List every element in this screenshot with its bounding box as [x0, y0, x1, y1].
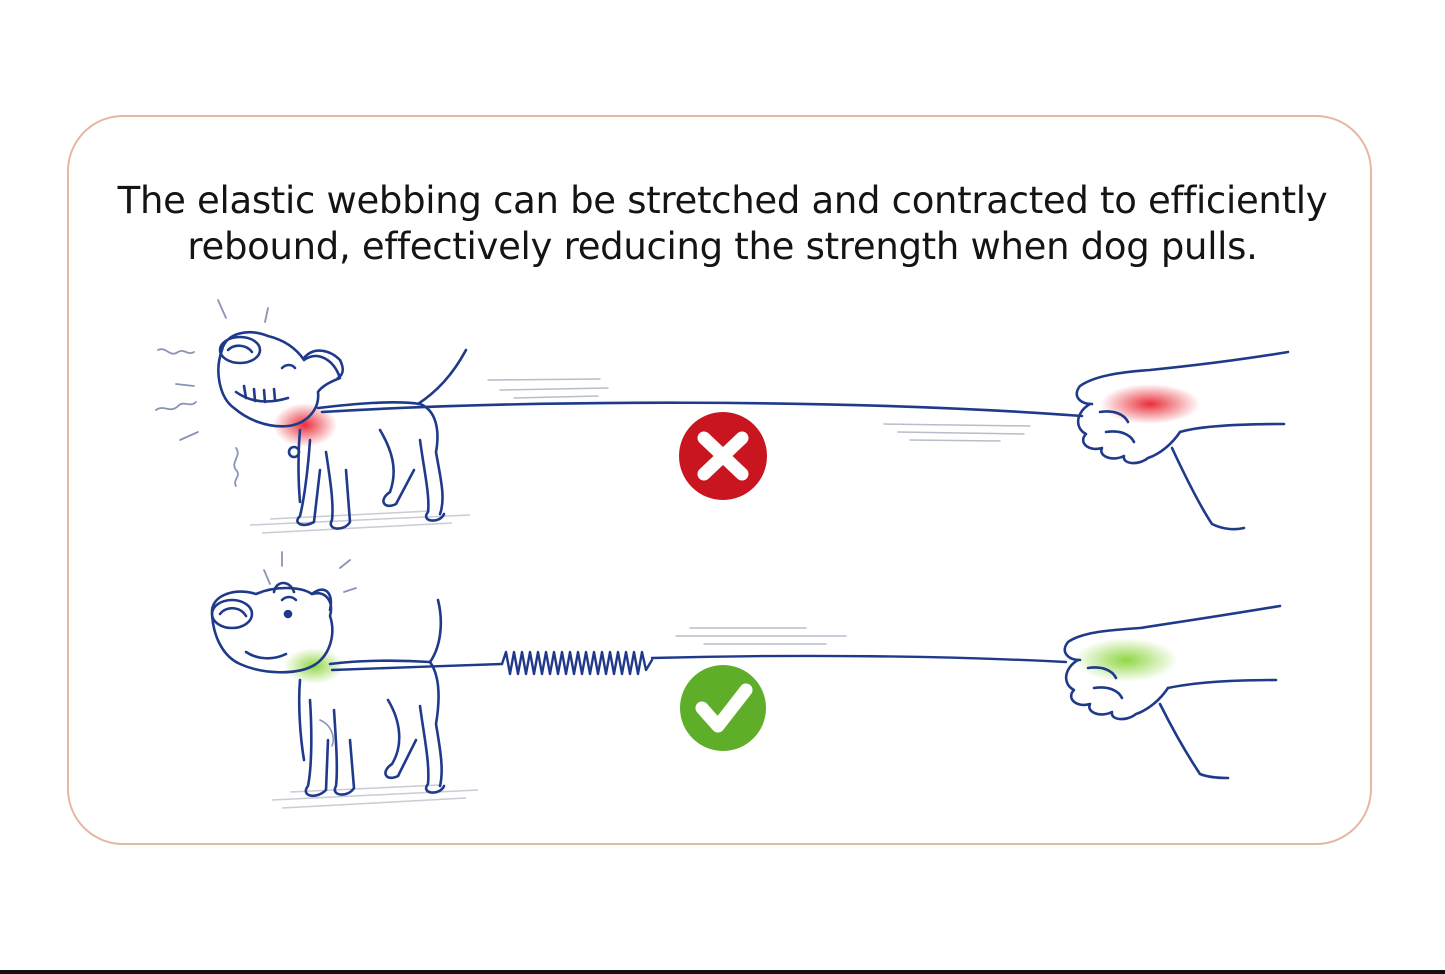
- attention-marks: [263, 551, 357, 593]
- collar-pressure-highlight: [273, 403, 337, 447]
- caption: The elastic webbing can be stretched and…: [100, 178, 1345, 270]
- elastic-leash: [330, 650, 1068, 676]
- bottom-border: [0, 970, 1445, 974]
- stress-marks: [155, 299, 269, 487]
- row-rigid-leash: [155, 299, 1290, 534]
- motion-lines: [487, 378, 1031, 442]
- hand-pressure-highlight: [1100, 384, 1200, 424]
- row-elastic-leash: [210, 551, 1282, 809]
- rigid-leash: [320, 401, 1084, 418]
- ground-shadow: [271, 784, 479, 809]
- check-icon: [695, 683, 753, 733]
- ground-shadow: [249, 510, 471, 534]
- check-badge: [680, 665, 766, 751]
- hand-comfort-highlight: [1074, 638, 1178, 682]
- hand-holding-rigid-leash: [1075, 350, 1290, 531]
- cross-badge: [679, 412, 767, 500]
- calm-dog: [210, 581, 446, 798]
- elastic-coil: [500, 650, 654, 676]
- caption-line-2: rebound, effectively reducing the streng…: [187, 225, 1258, 268]
- cross-icon: [697, 431, 749, 481]
- stressed-dog: [217, 331, 468, 530]
- caption-line-1: The elastic webbing can be stretched and…: [117, 179, 1328, 222]
- motion-lines: [675, 627, 847, 645]
- hand-holding-elastic-leash: [1063, 604, 1282, 780]
